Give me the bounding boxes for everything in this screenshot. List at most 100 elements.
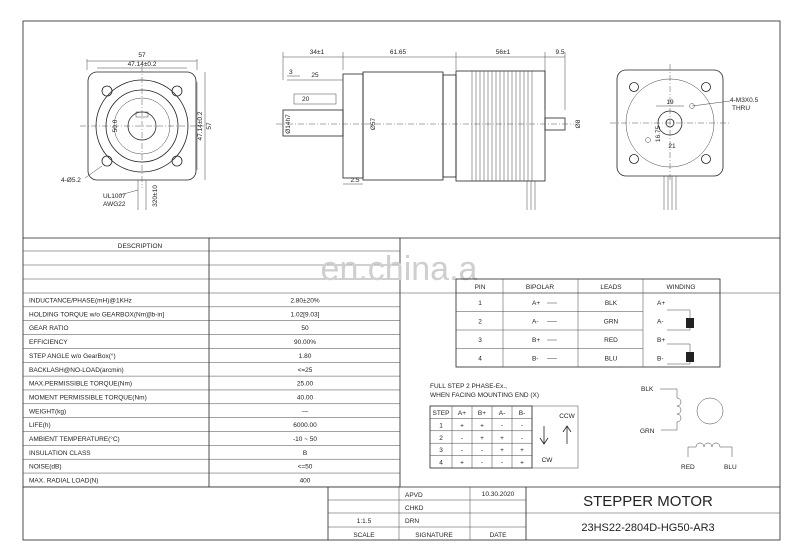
mount-hole: [101, 85, 113, 97]
sheet-border: [22, 20, 781, 541]
mount-hole: [171, 155, 183, 167]
dim-gearbox-diameter: Ø57: [370, 117, 377, 130]
spec-value: 90.00%: [294, 339, 316, 346]
rear-hole: [701, 82, 711, 92]
dim-rear: 9.5: [555, 49, 564, 56]
wiring-winding: A-: [657, 319, 664, 326]
spec-label: INSULATION CLASS: [29, 450, 91, 457]
winding-symbol: [667, 309, 694, 365]
dim-height: 57: [206, 122, 213, 130]
coil-b-icon: [695, 442, 721, 448]
arrow-down-icon: [539, 426, 549, 445]
wiring-lead: BLK: [605, 300, 618, 307]
label-chkd: CHKD: [405, 505, 424, 512]
step-sequence: FULL STEP 2 PHASE-Ex., WHEN FACING MOUNT…: [429, 383, 579, 469]
spec-value: <=25: [298, 367, 313, 374]
dim-shaft-diameter: Ø14h7: [285, 114, 292, 134]
spec-value: 1.02[9.03]: [291, 311, 320, 318]
step-cell: -: [481, 447, 483, 454]
step-cell: +: [520, 447, 524, 454]
step-cell: +: [500, 447, 504, 454]
step-cell: 4: [439, 460, 443, 467]
step-cell: -: [501, 460, 503, 467]
dim-bolt-vertical: 47.14±0.2: [197, 111, 204, 140]
dim-lead-length: 320±10: [152, 185, 159, 207]
label-ccw: CCW: [559, 413, 575, 420]
dim-gearbox-length: 61.65: [390, 49, 407, 56]
step-cell: 2: [439, 435, 443, 442]
rotor-icon: [696, 397, 724, 425]
dim-bolt-circle: 47.14±0.2: [128, 61, 157, 68]
dim-flange-thickness: 2.5: [350, 177, 359, 184]
label-threads: 4-M3X0.5: [730, 97, 759, 104]
step-cell: -: [521, 435, 523, 442]
schematic-red: RED: [681, 464, 695, 471]
mount-hole: [171, 85, 183, 97]
spec-label: MAX.PERMISSIBLE TORQUE(Nm): [29, 381, 132, 388]
spec-value: 25.00: [297, 381, 314, 388]
rear-hole: [629, 82, 639, 92]
spec-label: STEP ANGLE w/o GearBox(°): [29, 352, 116, 360]
label-cw: CW: [542, 457, 554, 464]
wiring-winding: A+: [657, 300, 665, 307]
wiring-header: BIPOLAR: [526, 284, 554, 291]
step-header: A-: [499, 410, 506, 417]
output-shaft: [282, 109, 344, 137]
scale-value: 1:1.5: [357, 518, 372, 525]
wiring-bipolar: B+: [532, 337, 540, 344]
step-cell: +: [500, 435, 504, 442]
wiring-winding: B-: [657, 356, 664, 363]
spec-label: HOLDING TORQUE w/o GEARBOX(Nm)[lb-in]: [29, 311, 164, 318]
step-header: B+: [478, 410, 486, 417]
coil-a-icon: [676, 397, 682, 423]
label-holes: 4-Ø5.2: [61, 177, 81, 184]
dim-key: 50.0: [112, 119, 119, 132]
step-cell: -: [481, 460, 483, 467]
motor-fins: [471, 71, 533, 181]
spec-value: 6000.00: [293, 422, 317, 429]
label-drn: DRN: [405, 518, 419, 525]
spec-value: 400: [300, 478, 311, 485]
wiring-header: LEADS: [600, 284, 622, 291]
side-view: 34±1 61.65 56±1 9.5 3 25 20: [276, 49, 582, 210]
step-header: STEP: [433, 410, 450, 417]
spec-label: BACKLASH@NO-LOAD(arcmin): [29, 367, 124, 374]
spec-label: MOMENT PERMISSIBLE TORQUE(Nm): [29, 394, 147, 401]
spec-label: WEIGHT(kg): [29, 408, 66, 415]
spec-value: 1.80: [299, 353, 312, 360]
label-apvd: APVD: [405, 492, 423, 499]
dim-motor-length: 56±1: [496, 49, 511, 56]
step-cell: +: [480, 435, 484, 442]
rear-hole: [701, 154, 711, 164]
schematic-grn: GRN: [640, 428, 655, 435]
step-cell: +: [480, 422, 484, 429]
title-block: APVD CHKD DRN 10.30.2020 1:1.5 SCALE SIG…: [327, 487, 780, 540]
step-cell: 1: [439, 422, 443, 429]
label-scale: SCALE: [353, 532, 375, 539]
wiring-pin: 3: [478, 337, 482, 344]
front-view: 57 47.14±0.2 57 47.14±0.2 50.0 4-Ø5.2 UL…: [61, 52, 213, 210]
shaft-key: [293, 93, 337, 105]
drawing-title: STEPPER MOTOR: [583, 493, 713, 510]
spec-label: NOISE(dB): [29, 464, 62, 471]
dim-key-length: 25: [311, 72, 319, 79]
wiring-winding: B+: [657, 337, 665, 344]
dim-rear-b: 16.75: [655, 125, 662, 142]
wiring-pin: 1: [478, 300, 482, 307]
dim-shaft-length: 34±1: [310, 49, 325, 56]
wiring-lead: GRN: [604, 319, 619, 326]
step-cell: -: [501, 422, 503, 429]
rear-view: 19 16.75 21 4-M3X0.5 THRU: [610, 64, 759, 210]
wiring-header: PIN: [475, 284, 486, 291]
wiring-pin: 4: [478, 356, 482, 363]
arrow-up-icon: [562, 425, 572, 444]
dim-width: 57: [138, 52, 146, 59]
step-cell: -: [521, 422, 523, 429]
step-cell: +: [460, 422, 464, 429]
dim-rear-c: 21: [668, 143, 676, 150]
